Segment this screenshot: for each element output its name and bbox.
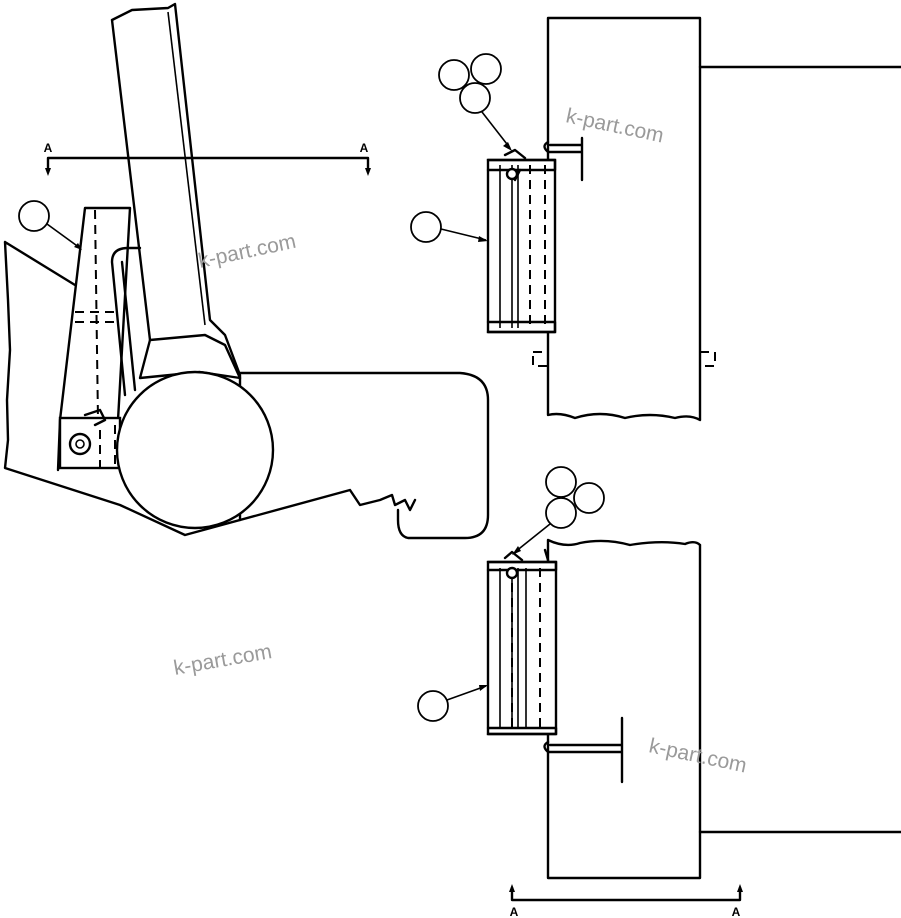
- lower-unit-top: [486, 560, 558, 572]
- upper-slot-right: [699, 351, 716, 367]
- section-line-bottom: A A: [509, 884, 743, 918]
- upper-unit-bolt: [505, 167, 519, 181]
- side-view: [3, 2, 490, 540]
- cylinder-hidden: [99, 425, 116, 470]
- boom-edge: [167, 11, 206, 326]
- watermark-2: k-part.com: [196, 230, 298, 273]
- upper-callout-b: [470, 53, 502, 85]
- upper-callout-unit: [410, 211, 442, 243]
- lower-unit-body: [486, 560, 558, 736]
- upper-slot-left: [532, 351, 549, 367]
- section-label-a-top-right: A: [360, 141, 369, 155]
- boom-foot: [138, 333, 242, 380]
- upper-callout-c: [459, 82, 491, 114]
- section-label-a-top-left: A: [44, 141, 53, 155]
- upper-panel-hidden: [547, 170, 701, 355]
- lower-panel-hidden: [547, 600, 701, 830]
- watermark-4: k-part.com: [647, 734, 749, 777]
- upper-panel: [546, 16, 702, 422]
- cylinder-drum: [115, 370, 275, 530]
- lower-callout-c: [545, 497, 577, 529]
- lower-bracket: [543, 716, 624, 784]
- section-line-top: A A: [44, 141, 371, 176]
- callout-balloon-left: [18, 200, 82, 250]
- watermark-3: k-part.com: [172, 640, 274, 680]
- pivot-pin: [68, 432, 92, 456]
- lower-unit-bolt: [505, 566, 519, 580]
- lower-unit-bottom: [486, 726, 558, 736]
- lower-panel: [546, 538, 702, 880]
- pivot-pin-center: [75, 439, 85, 449]
- upper-unit-bottom: [486, 320, 557, 334]
- upper-right-view: [410, 16, 901, 422]
- lower-right-view: [417, 466, 901, 880]
- upper-bracket: [543, 136, 584, 182]
- upper-unit-top: [486, 158, 557, 172]
- lower-callout-a: [545, 466, 577, 498]
- lower-unit-clamp: [503, 548, 550, 562]
- upper-unit-hidden: [529, 165, 546, 328]
- watermark-1: k-part.com: [564, 104, 666, 147]
- section-label-a-bottom-left: A: [510, 905, 519, 918]
- body-outline: [3, 240, 417, 537]
- upper-callout-a: [438, 59, 470, 91]
- column-hidden: [75, 209, 115, 421]
- upper-unit-ribs: [499, 165, 519, 328]
- boom-arm: [110, 2, 242, 522]
- hose-line: [238, 371, 490, 540]
- lower-callout-unit: [417, 690, 449, 722]
- lower-unit-hidden: [511, 568, 541, 728]
- section-label-a-bottom-right: A: [732, 905, 741, 918]
- pipe-handle: [110, 246, 142, 397]
- lower-callout-b: [573, 482, 605, 514]
- pivot-bolt: [83, 408, 107, 427]
